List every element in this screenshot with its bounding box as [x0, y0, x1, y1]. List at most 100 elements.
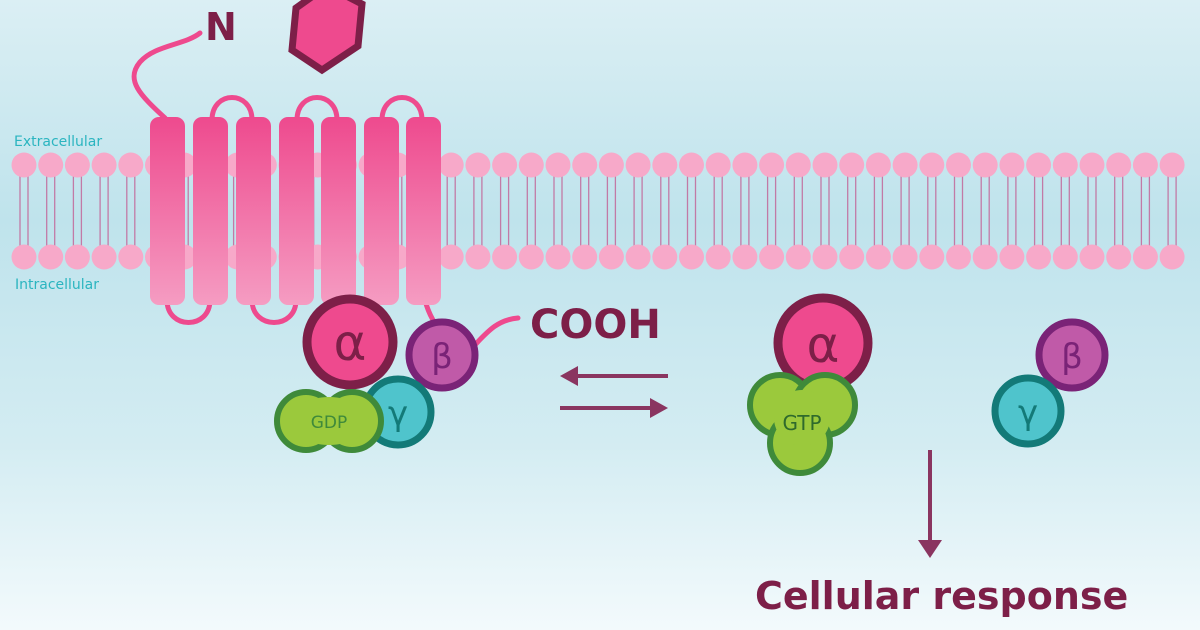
beta-label: β: [431, 337, 453, 377]
lipid-head: [839, 152, 865, 178]
lipid-head: [572, 152, 598, 178]
lipid-head: [679, 244, 704, 270]
lipid-head: [91, 244, 117, 270]
lipid-head: [865, 244, 891, 270]
transmembrane-helix: [193, 117, 228, 305]
intracellular-label: Intracellular: [15, 277, 99, 293]
lipid-head: [1106, 152, 1132, 178]
lipid-head: [1106, 244, 1132, 270]
lipid-head: [1159, 152, 1185, 178]
lipid-head: [118, 152, 144, 178]
transmembrane-helix: [279, 117, 314, 305]
beta-label-free: β: [1061, 337, 1083, 377]
lipid-head: [839, 244, 865, 270]
receptor-helices: [150, 117, 441, 305]
lipid-head: [705, 152, 731, 178]
gamma-subunit-free: [991, 374, 1065, 448]
lipid-head: [492, 244, 518, 270]
g-alpha-gtp: α GTP: [747, 293, 873, 476]
lipid-head: [892, 152, 918, 178]
lipid-head: [38, 152, 64, 178]
lipid-head: [1052, 152, 1078, 178]
lipid-head: [1052, 244, 1078, 270]
lipid-head: [892, 244, 918, 270]
lipid-head: [865, 152, 891, 178]
lipid-head: [679, 152, 704, 178]
lipid-head: [946, 152, 971, 178]
lipid-head: [64, 244, 90, 270]
lipid-head: [465, 244, 491, 270]
lipid-head: [919, 152, 945, 178]
lipid-head: [465, 152, 491, 178]
lipid-head: [705, 244, 731, 270]
ligand-hexagon: [288, 0, 366, 75]
lipid-head: [1026, 152, 1052, 178]
lipid-head: [118, 244, 144, 270]
lipid-head: [1132, 152, 1158, 178]
lipid-head: [91, 152, 117, 178]
beta-subunit: [405, 318, 479, 392]
lipid-head: [11, 244, 37, 270]
gamma-label: γ: [388, 394, 408, 434]
lipid-head: [999, 152, 1025, 178]
g-beta-gamma: β γ: [991, 318, 1109, 448]
cellular-response-label: Cellular response: [755, 574, 1128, 618]
lipid-head: [972, 244, 998, 270]
lipid-head: [1079, 244, 1105, 270]
lipid-head: [625, 244, 651, 270]
gtp-body: [774, 390, 830, 446]
n-terminus-label: N: [205, 5, 237, 49]
lipid-head: [785, 244, 811, 270]
transmembrane-helix: [364, 117, 399, 305]
lipid-head: [652, 152, 678, 178]
c-terminus-label: COOH: [530, 302, 661, 348]
lipid-head: [438, 244, 464, 270]
gtp-label: GTP: [782, 411, 821, 435]
lipid-head: [625, 152, 651, 178]
lipid-head: [946, 244, 971, 270]
lipid-head: [1079, 152, 1105, 178]
alpha-subunit: [302, 294, 398, 390]
alpha-label: α: [334, 314, 367, 372]
lipid-head: [972, 152, 998, 178]
lipid-head: [38, 244, 64, 270]
extracellular-label: Extracellular: [14, 134, 102, 150]
lipid-head: [545, 244, 571, 270]
gdp-body: [289, 397, 369, 445]
lipid-head: [999, 244, 1025, 270]
lipid-head: [919, 244, 945, 270]
gdp-label: GDP: [311, 413, 348, 433]
lipid-head: [759, 152, 785, 178]
lipid-head: [518, 244, 544, 270]
lipid-head: [11, 152, 37, 178]
lipid-bilayer: [11, 152, 1185, 270]
lipid-head: [518, 152, 544, 178]
transmembrane-helix: [150, 117, 185, 305]
transmembrane-helix: [236, 117, 271, 305]
lipid-head: [759, 244, 785, 270]
n-terminus-chain: [131, 30, 203, 121]
lipid-head: [732, 152, 758, 178]
lipid-head: [652, 244, 678, 270]
lipid-head: [598, 244, 624, 270]
lipid-head: [1132, 244, 1158, 270]
beta-subunit-free: [1035, 318, 1109, 392]
transmembrane-helix: [406, 117, 441, 305]
equilibrium-arrows: [560, 366, 668, 418]
lipid-head: [545, 152, 571, 178]
lipid-head: [572, 244, 598, 270]
lipid-head: [732, 244, 758, 270]
lipid-head: [812, 244, 838, 270]
alpha-label-active: α: [807, 316, 840, 374]
lipid-head: [1026, 244, 1052, 270]
gamma-label-free: γ: [1018, 393, 1038, 433]
lipid-head: [438, 152, 464, 178]
lipid-head: [64, 152, 90, 178]
lipid-head: [598, 152, 624, 178]
lipid-head: [492, 152, 518, 178]
down-arrow: [918, 450, 942, 558]
lipid-head: [1159, 244, 1185, 270]
lipid-head: [785, 152, 811, 178]
